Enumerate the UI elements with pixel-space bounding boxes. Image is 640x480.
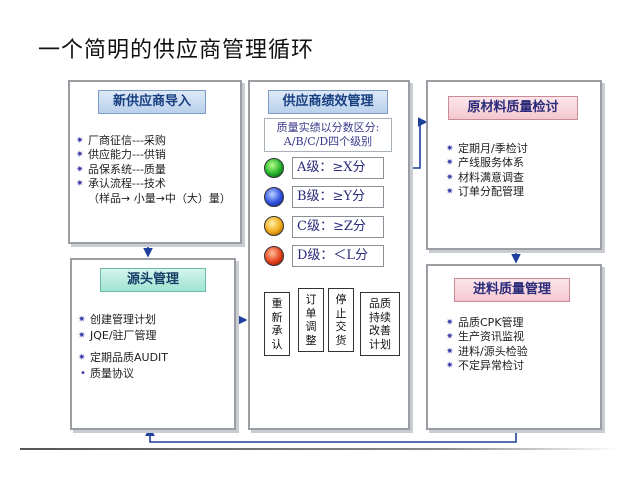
action-improvement-plan: 品质持续改善计划 [360, 292, 400, 356]
dot-bullet-icon: • [80, 368, 86, 379]
list-item: ✷进料/源头检验 [446, 344, 528, 358]
action-reapprove: 重新承认 [264, 292, 290, 356]
new-supplier-list: ✷厂商征信---采购 ✷供应能力---供销 ✷品保系统---质量 ✷承认流程--… [76, 134, 231, 206]
star-bullet-icon: ✷ [78, 331, 86, 341]
star-bullet-icon: ✷ [446, 144, 454, 154]
action-stop-delivery: 停止交货 [328, 288, 354, 352]
list-item: •质量协议 [80, 367, 134, 380]
star-bullet-icon: ✷ [446, 172, 454, 183]
sub-note: （样品→ 小量→中（大）量） [88, 191, 231, 205]
bottom-divider [20, 448, 620, 450]
incoming-quality-header: 进料质量管理 [454, 278, 570, 302]
star-bullet-icon: ✷ [446, 346, 454, 357]
list-item: ✷厂商征信---采购 [76, 134, 166, 147]
star-bullet-icon: ✷ [76, 164, 84, 175]
raw-material-header: 原材料质量检讨 [448, 96, 578, 120]
list-item: ✷JQE/驻厂管理 [78, 329, 157, 342]
performance-header: 供应商绩效管理 [268, 90, 388, 114]
grade-c-label: C级：≥Z分 [292, 216, 384, 238]
star-bullet-icon: ✷ [446, 318, 454, 328]
grading-note: 质量实绩以分数区分: A/B/C/D四个级别 [264, 118, 392, 152]
grade-d-label: D级：＜L分 [292, 245, 384, 267]
star-bullet-icon: ✷ [446, 332, 454, 343]
orange-grade-orb-icon [264, 216, 284, 236]
star-bullet-icon: ✷ [76, 179, 84, 190]
list-item: ✷产线服务体系 [446, 156, 524, 170]
incoming-quality-list: ✷品质CPK管理 ✷生产资讯监视 ✷进料/源头检验 ✷不定异常检讨 [446, 316, 528, 374]
list-item: ✷材料满意调查 [446, 170, 524, 184]
list-item: ✷订单分配管理 [446, 185, 524, 199]
star-bullet-icon: ✷ [76, 150, 84, 161]
list-item: ✷定期品质AUDIT [78, 351, 169, 364]
new-supplier-header: 新供应商导入 [98, 90, 206, 114]
star-bullet-icon: ✷ [78, 353, 86, 363]
star-bullet-icon: ✷ [78, 315, 86, 325]
star-bullet-icon: ✷ [446, 187, 454, 198]
action-order-adjust: 订单调整 [298, 288, 324, 352]
star-bullet-icon: ✷ [446, 361, 454, 372]
red-grade-orb-icon [264, 246, 284, 266]
list-item: ✷定期月/季检讨 [446, 142, 528, 155]
list-item: ✷承认流程---技术 [76, 177, 166, 191]
list-item: ✷供应能力---供销 [76, 148, 166, 162]
list-item: ✷品质CPK管理 [446, 316, 524, 329]
source-list: ✷创建管理计划 ✷JQE/驻厂管理 ✷定期品质AUDIT •质量协议 [78, 312, 168, 382]
blue-grade-orb-icon [264, 187, 284, 207]
green-grade-orb-icon [264, 158, 284, 178]
raw-material-box: 原材料质量检讨 ✷定期月/季检讨 ✷产线服务体系 ✷材料满意调查 ✷订单分配管理 [426, 80, 602, 250]
new-supplier-box: 新供应商导入 ✷厂商征信---采购 ✷供应能力---供销 ✷品保系统---质量 … [68, 80, 242, 244]
raw-material-list: ✷定期月/季检讨 ✷产线服务体系 ✷材料满意调查 ✷订单分配管理 [446, 142, 528, 200]
page-title: 一个简明的供应商管理循环 [38, 38, 315, 63]
star-bullet-icon: ✷ [76, 136, 84, 146]
list-item: ✷品保系统---质量 [76, 162, 166, 176]
star-bullet-icon: ✷ [446, 158, 454, 169]
grade-a-label: A级：≥X分 [292, 157, 384, 179]
grade-b-label: B级：≥Y分 [292, 186, 384, 208]
source-header: 源头管理 [100, 268, 206, 292]
list-item: ✷生产资讯监视 [446, 330, 524, 344]
incoming-quality-box: 进料质量管理 ✷品质CPK管理 ✷生产资讯监视 ✷进料/源头检验 ✷不定异常检讨 [426, 264, 602, 430]
list-item: ✷不定异常检讨 [446, 359, 524, 373]
source-box: 源头管理 ✷创建管理计划 ✷JQE/驻厂管理 ✷定期品质AUDIT •质量协议 [70, 258, 236, 430]
performance-box: 供应商绩效管理 质量实绩以分数区分: A/B/C/D四个级别 A级：≥X分 B级… [248, 80, 410, 430]
list-item: ✷创建管理计划 [78, 313, 156, 326]
